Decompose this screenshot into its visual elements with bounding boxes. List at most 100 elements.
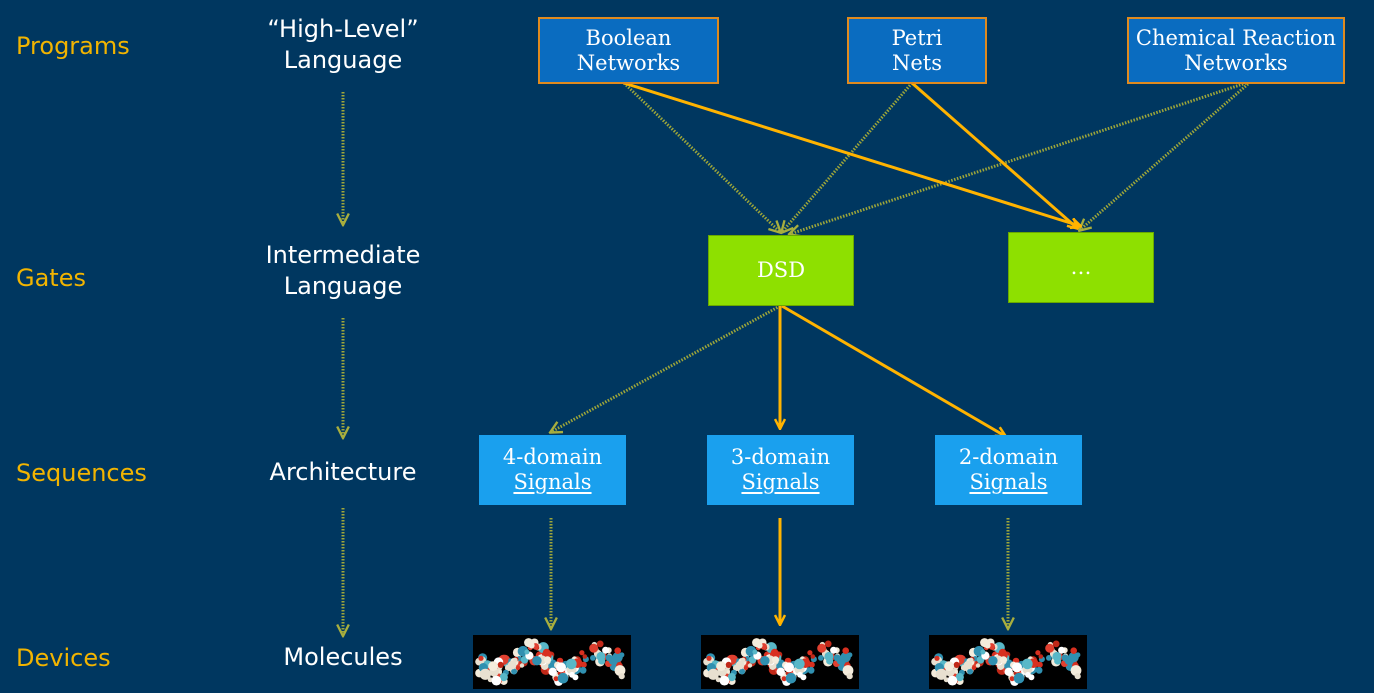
atom [1012, 662, 1022, 673]
layer-intermediate-language: Intermediate Language [233, 240, 453, 302]
atom [988, 656, 998, 666]
atom [553, 676, 559, 682]
box-line: DSD [756, 258, 806, 282]
atom [707, 668, 719, 680]
layer-architecture: Architecture [233, 457, 453, 488]
arrow-petri-to-dsd [782, 82, 914, 232]
atom [830, 646, 838, 654]
atom [579, 666, 587, 674]
atom [544, 656, 551, 664]
box-line: Signals [513, 470, 592, 494]
atom [719, 675, 730, 686]
atom [785, 672, 797, 684]
atom [605, 654, 613, 662]
atom [1045, 643, 1055, 653]
atom [619, 652, 625, 658]
atom [826, 657, 834, 665]
atom [579, 650, 585, 656]
atom [532, 656, 542, 666]
atom [807, 666, 815, 674]
box-line: Networks [576, 50, 681, 75]
atom [512, 657, 518, 663]
atom [1046, 655, 1052, 661]
atom [807, 650, 813, 656]
atom [810, 654, 816, 659]
box-line: … [1070, 255, 1092, 279]
program-chemical-reaction-networks: Chemical Reaction Networks [1127, 17, 1345, 84]
gate-other: … [1008, 232, 1154, 303]
box-line: Petri [891, 25, 943, 50]
atom [716, 661, 726, 672]
atom [784, 662, 794, 673]
atom [944, 661, 954, 672]
atom [740, 657, 746, 663]
atom [1038, 654, 1044, 659]
atom [1074, 673, 1081, 680]
atom [963, 660, 973, 670]
atom [980, 638, 990, 648]
atom [598, 657, 606, 665]
atom [727, 673, 736, 682]
atom [743, 665, 749, 671]
atom [725, 661, 732, 668]
atom [1013, 672, 1025, 684]
atom [1035, 650, 1041, 656]
atom [772, 656, 779, 664]
atom [975, 663, 981, 668]
layer-line: Language [283, 272, 403, 300]
layer-high-level-language: “High-Level” Language [233, 14, 453, 76]
atom [590, 655, 596, 661]
atom [499, 673, 508, 682]
atom [596, 640, 604, 648]
row-label-sequences: Sequences [16, 459, 147, 487]
atom [794, 658, 805, 670]
atom [1004, 667, 1013, 676]
box-line: 2-domain [958, 445, 1059, 469]
atom [776, 667, 785, 676]
atom [967, 668, 974, 675]
atom [515, 665, 521, 671]
row-label-devices: Devices [16, 644, 111, 672]
layer-line: Architecture [269, 458, 417, 486]
atom [934, 655, 940, 661]
arrow-crn-to-other [1080, 82, 1249, 230]
box-line: Nets [891, 50, 943, 75]
atom [833, 654, 841, 662]
atom [760, 656, 770, 666]
box-line: Networks [1184, 50, 1288, 75]
atom [1058, 646, 1066, 654]
atom [955, 673, 964, 682]
atom [1025, 671, 1031, 678]
atom [842, 647, 849, 654]
program-petri-nets: Petri Nets [847, 17, 987, 84]
atom [953, 661, 960, 668]
atom [706, 655, 712, 661]
atom [519, 663, 525, 668]
arrow-dsd-to-4domain [551, 304, 781, 432]
atom [479, 668, 491, 680]
atom [556, 662, 566, 673]
atom [557, 672, 569, 684]
atom [947, 675, 958, 686]
dna-molecule-icon [701, 635, 859, 689]
layer-molecules: Molecules [233, 642, 453, 673]
atom [1009, 676, 1015, 682]
atom [752, 638, 762, 648]
row-label-gates: Gates [16, 264, 86, 292]
layer-line: “High-Level” [267, 15, 419, 43]
atom [507, 660, 517, 670]
atom [797, 671, 803, 678]
box-line: Signals [969, 470, 1048, 494]
atom [735, 660, 745, 670]
box-line: Boolean [585, 25, 672, 50]
atom [511, 668, 518, 675]
atom [491, 675, 502, 686]
architecture-4-domain-signals: 4-domain Signals [479, 435, 626, 505]
atom [524, 649, 530, 655]
architecture-3-domain-signals: 3-domain Signals [707, 435, 854, 505]
atom [739, 668, 746, 675]
atom [971, 665, 977, 671]
atom [569, 671, 575, 678]
atom [582, 654, 588, 659]
atom [589, 643, 599, 653]
